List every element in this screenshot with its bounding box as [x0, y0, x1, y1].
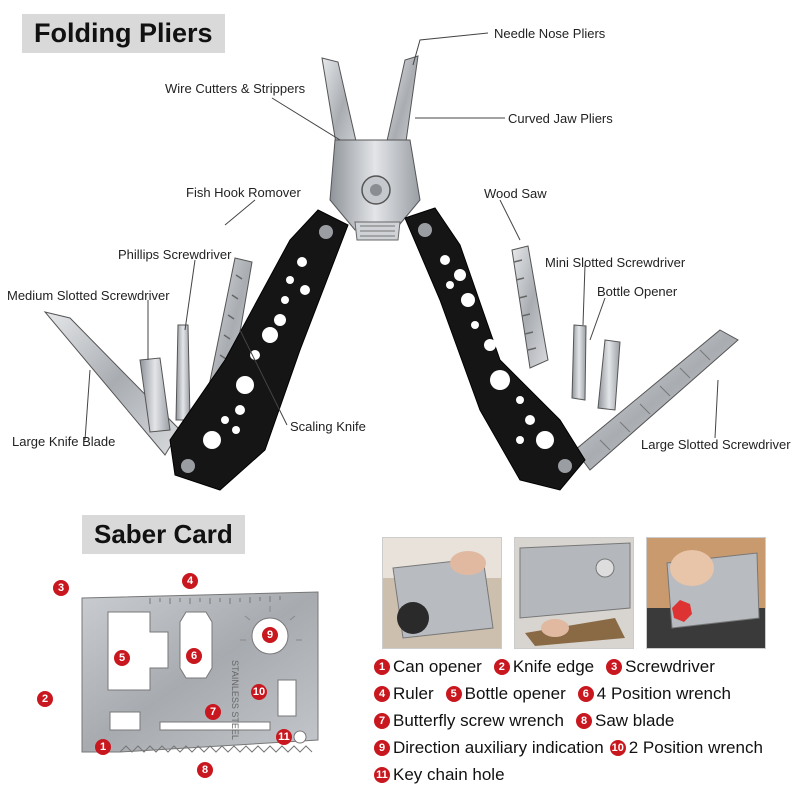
wire-cutters-label: Wire Cutters & Strippers [165, 81, 306, 96]
saber-card-title: Saber Card [82, 515, 245, 554]
bottle-opener-label: Bottle Opener [597, 284, 678, 299]
card-marker-2: 2 [37, 691, 53, 707]
large-slotted-screwdriver-label: Large Slotted Screwdriver [641, 437, 791, 452]
fish-hook-remover-label: Fish Hook Romover [186, 185, 301, 200]
wood-saw [511, 245, 549, 369]
card-marker-6: 6 [186, 648, 202, 664]
wrench-cutout [179, 611, 213, 679]
legend-badge: 4 [374, 686, 390, 702]
legend-badge: 6 [577, 686, 594, 702]
large-slotted-screwdriver [574, 329, 739, 471]
can-opener-notch [109, 711, 141, 731]
bottle-opener [597, 339, 621, 411]
left-handle [169, 209, 349, 491]
needle-nose-pliers-label: Needle Nose Pliers [494, 26, 606, 41]
card-engraving: STAINLESS STEEL [230, 660, 240, 740]
card-marker-7: 7 [205, 704, 221, 720]
legend-label: 2 Position wrench [628, 738, 763, 757]
scaling-knife-label: Scaling Knife [290, 419, 366, 434]
legend-label: 4 Position wrench [596, 684, 731, 703]
legend-label: Bottle opener [464, 684, 566, 703]
card-marker-1: 1 [95, 739, 111, 755]
legend-label: Butterfly screw wrench [393, 711, 564, 730]
large-knife-blade-label: Large Knife Blade [12, 434, 116, 449]
mini-slotted-screwdriver-label: Mini Slotted Screwdriver [545, 255, 686, 270]
two-position-wrench-cutout [277, 679, 297, 717]
card-marker-10: 10 [251, 684, 267, 700]
medium-slotted-screwdriver-label: Medium Slotted Screwdriver [7, 288, 170, 303]
legend-label: Direction auxiliary indication [393, 738, 604, 757]
legend-label: Key chain hole [393, 765, 505, 784]
legend-label: Saw blade [595, 711, 675, 730]
legend-badge: 9 [374, 740, 390, 756]
saw-edge [119, 745, 313, 753]
photo-screwdriver [646, 537, 766, 649]
legend-badge: 3 [606, 659, 623, 675]
mini-slotted-screwdriver [571, 324, 587, 401]
card-marker-3: 3 [53, 580, 69, 596]
card-marker-8: 8 [197, 762, 213, 778]
folding-pliers-title: Folding Pliers [22, 14, 225, 53]
butterfly-slot [159, 721, 271, 731]
photo-can-opener [382, 537, 502, 649]
card-marker-4: 4 [182, 573, 198, 589]
legend-badge: 8 [576, 713, 592, 729]
photo-saw-blade [514, 537, 634, 649]
medium-slotted-screwdriver [139, 357, 171, 433]
legend-label: Screwdriver [625, 657, 715, 676]
curved-jaw-pliers-label: Curved Jaw Pliers [508, 111, 613, 126]
legend-label: Knife edge [512, 657, 595, 676]
card-marker-9: 9 [262, 627, 278, 643]
phillips-screwdriver-label: Phillips Screwdriver [118, 247, 232, 262]
key-chain-hole [293, 730, 307, 744]
bottle-opener-cutout [107, 611, 169, 691]
right-handle [404, 207, 586, 491]
legend-badge: 10 [609, 740, 626, 756]
wood-saw-label: Wood Saw [484, 186, 547, 201]
legend-badge: 11 [374, 767, 390, 783]
leader-lines [84, 32, 719, 441]
legend-badge: 5 [445, 686, 462, 702]
legend-badge: 7 [374, 713, 390, 729]
card-marker-5: 5 [114, 650, 130, 666]
legend-label: Can opener [393, 657, 482, 676]
card-marker-11: 11 [276, 729, 292, 745]
legend-badge: 2 [493, 659, 510, 675]
legend-label: Ruler [393, 684, 434, 703]
legend-badge: 1 [374, 659, 390, 675]
